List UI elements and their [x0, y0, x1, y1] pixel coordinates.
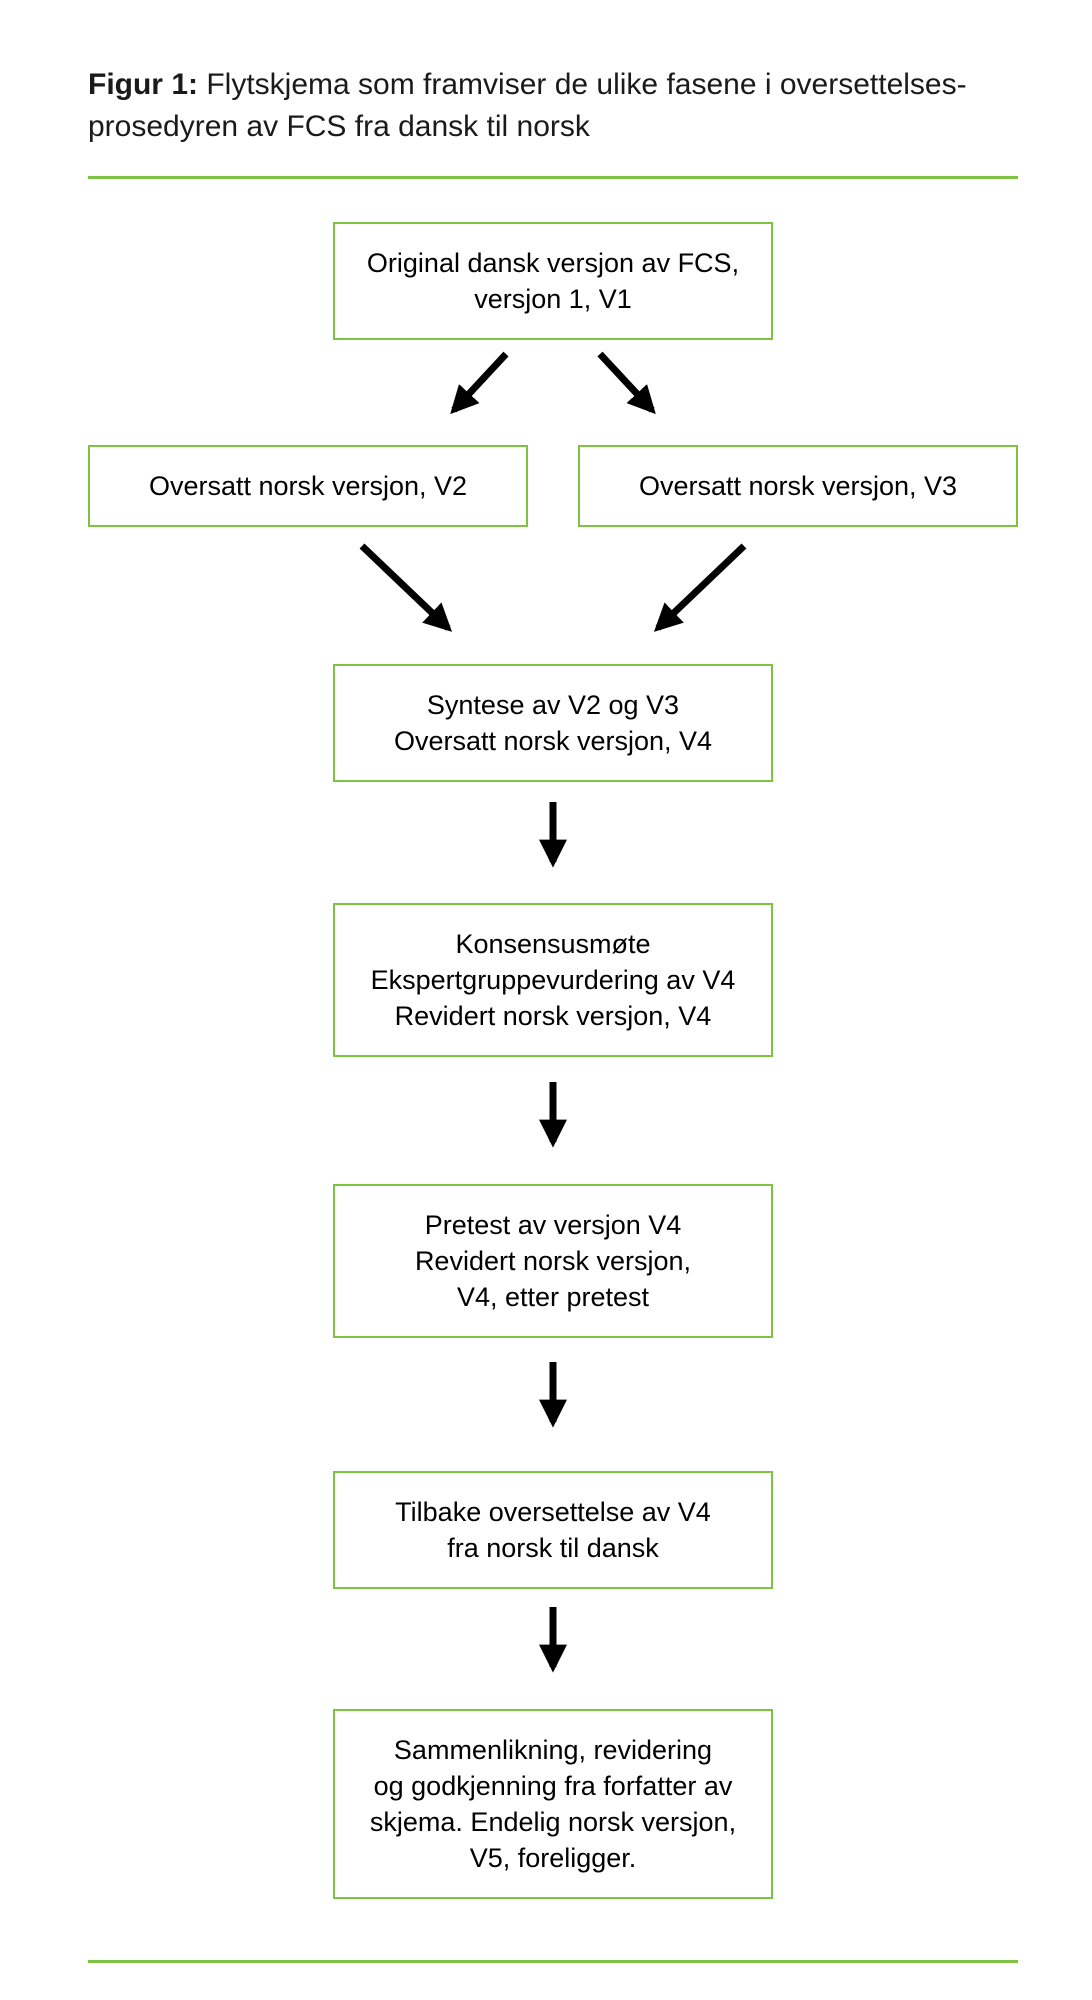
flow-box-tilbake-v4: Tilbake oversettelse av V4 fra norsk til… [333, 1471, 773, 1589]
flow-box-text: Revidert norsk versjon, V4 [394, 1001, 712, 1031]
flow-box-text: versjon 1, V1 [474, 284, 632, 314]
caption-divider [88, 176, 1018, 179]
flow-box-text: Konsensusmøte [455, 929, 651, 959]
flow-box-syntese-v4: Syntese av V2 og V3 Oversatt norsk versj… [333, 664, 773, 782]
flow-box-oversatt-v3: Oversatt norsk versjon, V3 [578, 445, 1018, 527]
figure-caption-label: Figur 1: [88, 68, 198, 101]
figure-caption-line-1: Figur 1: Flytskjema som framviser de uli… [88, 64, 1020, 106]
flow-box-endelig-v5: Sammenlikning, revidering og godkjenning… [333, 1709, 773, 1899]
arrow-down-icon [539, 802, 567, 868]
flow-box-text: Sammenlikning, revidering [393, 1735, 713, 1765]
arrow-down-left-icon [653, 543, 747, 632]
flow-box-text: Oversatt norsk versjon, V2 [148, 471, 468, 501]
flow-box-oversatt-v2: Oversatt norsk versjon, V2 [88, 445, 528, 527]
arrow-down-icon [539, 1362, 567, 1428]
flow-box-text: Oversatt norsk versjon, V3 [638, 471, 958, 501]
flow-box-text: Revidert norsk versjon, [414, 1246, 692, 1276]
flow-box-text: skjema. Endelig norsk versjon, [369, 1807, 737, 1837]
figure-caption-text-1: Flytskjema som framviser de ulike fasene… [206, 68, 967, 101]
flow-box-konsensus-v4: Konsensusmøte Ekspertgruppevurdering av … [333, 903, 773, 1057]
flow-box-text: og godkjenning fra forfatter av [373, 1771, 733, 1801]
flow-box-text: Tilbake oversettelse av V4 [395, 1497, 711, 1527]
arrow-down-right-icon [597, 351, 656, 415]
flow-box-text: Pretest av versjon V4 [424, 1210, 682, 1240]
flow-box-pretest-v4: Pretest av versjon V4 Revidert norsk ver… [333, 1184, 773, 1338]
arrow-down-left-icon [450, 351, 509, 415]
arrow-down-icon [539, 1607, 567, 1673]
arrow-down-right-icon [359, 543, 453, 632]
arrow-down-icon [539, 1082, 567, 1148]
flow-box-text: fra norsk til dansk [447, 1533, 659, 1563]
figure-caption-line-2: prosedyren av FCS fra dansk til norsk [88, 110, 590, 143]
flow-box-original-v1: Original dansk versjon av FCS, versjon 1… [333, 222, 773, 340]
figure-caption: Figur 1: Flytskjema som framviser de uli… [88, 64, 1020, 148]
flow-box-text: Syntese av V2 og V3 [426, 690, 680, 720]
flow-box-text: Original dansk versjon av FCS, [366, 248, 740, 278]
flow-box-text: V4, etter pretest [456, 1282, 650, 1312]
flow-box-text: V5, foreligger. [469, 1843, 637, 1873]
bottom-divider [88, 1960, 1018, 1963]
flow-box-text: Oversatt norsk versjon, V4 [393, 726, 713, 756]
flow-box-text: Ekspertgruppevurdering av V4 [370, 965, 736, 995]
